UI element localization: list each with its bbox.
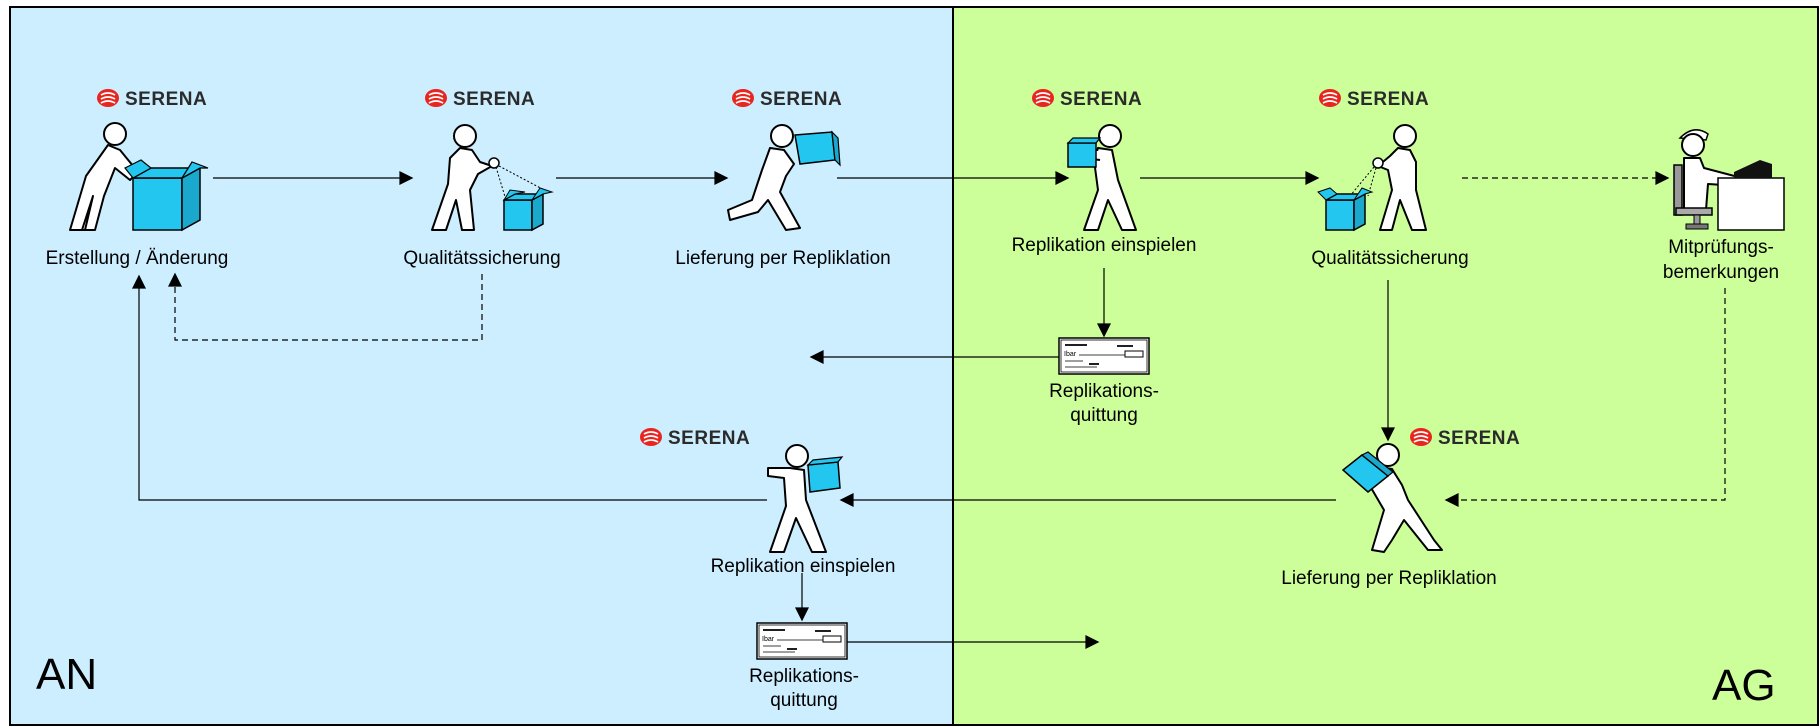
importer-figure-icon xyxy=(767,444,844,553)
serena-logo-4: SERENA xyxy=(1031,88,1142,110)
label-einspielen-ag: Replikation einspielen xyxy=(1012,235,1197,256)
serena-logo-6: SERENA xyxy=(639,427,750,449)
serena-logo-2: SERENA xyxy=(424,88,535,110)
svg-text:SERENA: SERENA xyxy=(1347,89,1429,110)
svg-text:Ibar: Ibar xyxy=(762,636,775,643)
serena-logo-1: SERENA xyxy=(96,88,207,110)
box-icon xyxy=(124,159,209,232)
label-quittung-ag-1: Replikations- xyxy=(1049,381,1159,402)
label-mitpruefung-2: bemerkungen xyxy=(1663,262,1779,283)
carried-box-icon xyxy=(1066,137,1102,168)
flow-arrows xyxy=(132,171,1726,649)
carried-box-icon xyxy=(1341,451,1394,493)
small-box-icon xyxy=(502,187,554,232)
svg-text:SERENA: SERENA xyxy=(1438,428,1520,449)
creator-figure-icon xyxy=(69,122,209,232)
arrow-einspielen-to-erstellung xyxy=(132,274,767,501)
serena-logo-7: SERENA xyxy=(1409,427,1520,449)
inspector-figure-icon xyxy=(1317,124,1427,232)
arrow-qs-back-to-erstellung xyxy=(168,272,483,341)
carried-box-icon xyxy=(806,456,844,493)
delivery-figure-icon xyxy=(1341,443,1443,553)
importer-figure-icon xyxy=(1066,124,1137,231)
svg-text:SERENA: SERENA xyxy=(1060,89,1142,110)
receipt-slip-icon: Ibar xyxy=(1058,337,1150,375)
label-quittung-an-1: Replikations- xyxy=(749,666,859,687)
svg-text:SERENA: SERENA xyxy=(125,89,207,110)
label-quittung-an-2: quittung xyxy=(770,690,838,711)
receipt-slip-icon: Ibar xyxy=(756,622,848,660)
serena-logo-5: SERENA xyxy=(1318,88,1429,110)
carried-box-icon xyxy=(794,130,841,167)
label-lieferung-an: Lieferung per Repliklation xyxy=(675,248,890,269)
small-box-icon xyxy=(1317,187,1374,232)
desk-worker-figure-icon xyxy=(1673,129,1785,231)
delivery-figure-icon xyxy=(727,124,841,231)
svg-text:SERENA: SERENA xyxy=(760,89,842,110)
svg-text:SERENA: SERENA xyxy=(453,89,535,110)
label-qs-ag: Qualitätssicherung xyxy=(1311,248,1468,269)
zone-label-an: AN xyxy=(36,650,97,699)
label-erstellung: Erstellung / Änderung xyxy=(46,248,229,269)
label-einspielen-an: Replikation einspielen xyxy=(711,556,896,577)
label-lieferung-ag: Lieferung per Repliklation xyxy=(1281,568,1496,589)
zone-label-ag: AG xyxy=(1712,661,1776,710)
label-mitpruefung-1: Mitprüfungs- xyxy=(1668,237,1774,258)
svg-text:Ibar: Ibar xyxy=(1064,351,1077,358)
an-zone xyxy=(9,6,954,726)
arrow-mitpruefung-to-lieferung xyxy=(1444,288,1726,507)
serena-logo-3: SERENA xyxy=(731,88,842,110)
label-quittung-ag-2: quittung xyxy=(1070,405,1138,426)
svg-text:SERENA: SERENA xyxy=(668,428,750,449)
label-qs-an: Qualitätssicherung xyxy=(403,248,560,269)
inspector-figure-icon xyxy=(431,124,554,232)
